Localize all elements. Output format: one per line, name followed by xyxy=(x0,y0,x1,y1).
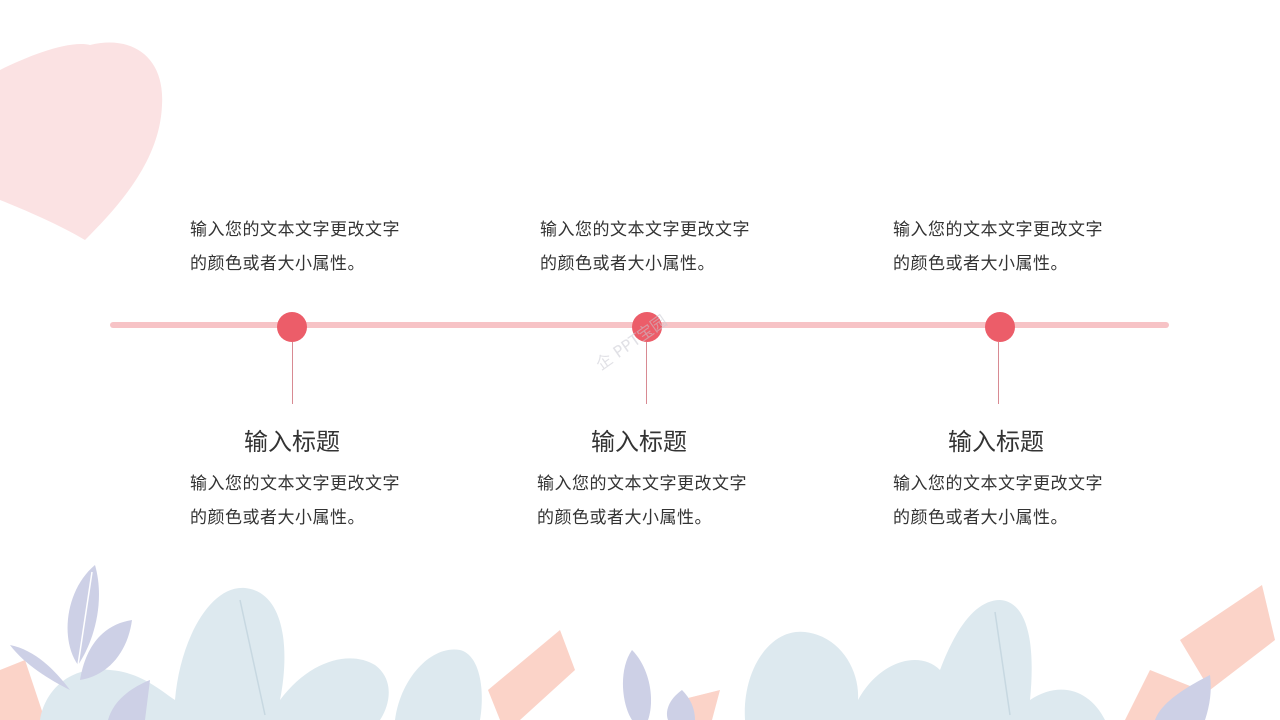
timeline-top-text-3: 输入您的文本文字更改文字的颜色或者大小属性。 xyxy=(893,220,1103,274)
timeline-stem-3 xyxy=(998,342,999,404)
leaf-vein xyxy=(994,611,1011,716)
leaf-shape xyxy=(80,620,132,680)
timeline-title-1: 输入标题 xyxy=(244,428,340,456)
leaf-vein xyxy=(77,571,93,666)
leaf-shape xyxy=(744,600,1105,720)
timeline-title-3: 输入标题 xyxy=(948,428,1044,456)
timeline-top-text-1: 输入您的文本文字更改文字的颜色或者大小属性。 xyxy=(190,220,400,274)
ribbon-shape xyxy=(0,660,45,720)
timeline-dot-3 xyxy=(985,312,1015,342)
leaf-shape xyxy=(108,680,150,720)
timeline-dot-1 xyxy=(277,312,307,342)
leaf-shape xyxy=(40,587,389,720)
timeline-title-2: 输入标题 xyxy=(591,428,687,456)
leaf-shape xyxy=(622,650,652,720)
timeline-top-text-2: 输入您的文本文字更改文字的颜色或者大小属性。 xyxy=(540,220,750,274)
timeline-stem-1 xyxy=(292,342,293,404)
leaf-shape xyxy=(395,649,482,720)
leaf-vein xyxy=(239,599,266,716)
timeline-bottom-text-1: 输入您的文本文字更改文字的颜色或者大小属性。 xyxy=(190,474,400,528)
leaf-shape xyxy=(1155,675,1211,720)
heart-shape xyxy=(0,42,163,240)
timeline-stem-2 xyxy=(646,342,647,404)
leaf-shape xyxy=(67,565,99,665)
ribbon-shape xyxy=(488,630,575,720)
ribbon-shape xyxy=(1180,585,1275,690)
timeline-bottom-text-2: 输入您的文本文字更改文字的颜色或者大小属性。 xyxy=(537,474,747,528)
leaf-shape xyxy=(10,645,70,690)
timeline-bottom-text-3: 输入您的文本文字更改文字的颜色或者大小属性。 xyxy=(893,474,1103,528)
leaf-shape xyxy=(666,690,695,720)
timeline-dot-2 xyxy=(632,312,662,342)
